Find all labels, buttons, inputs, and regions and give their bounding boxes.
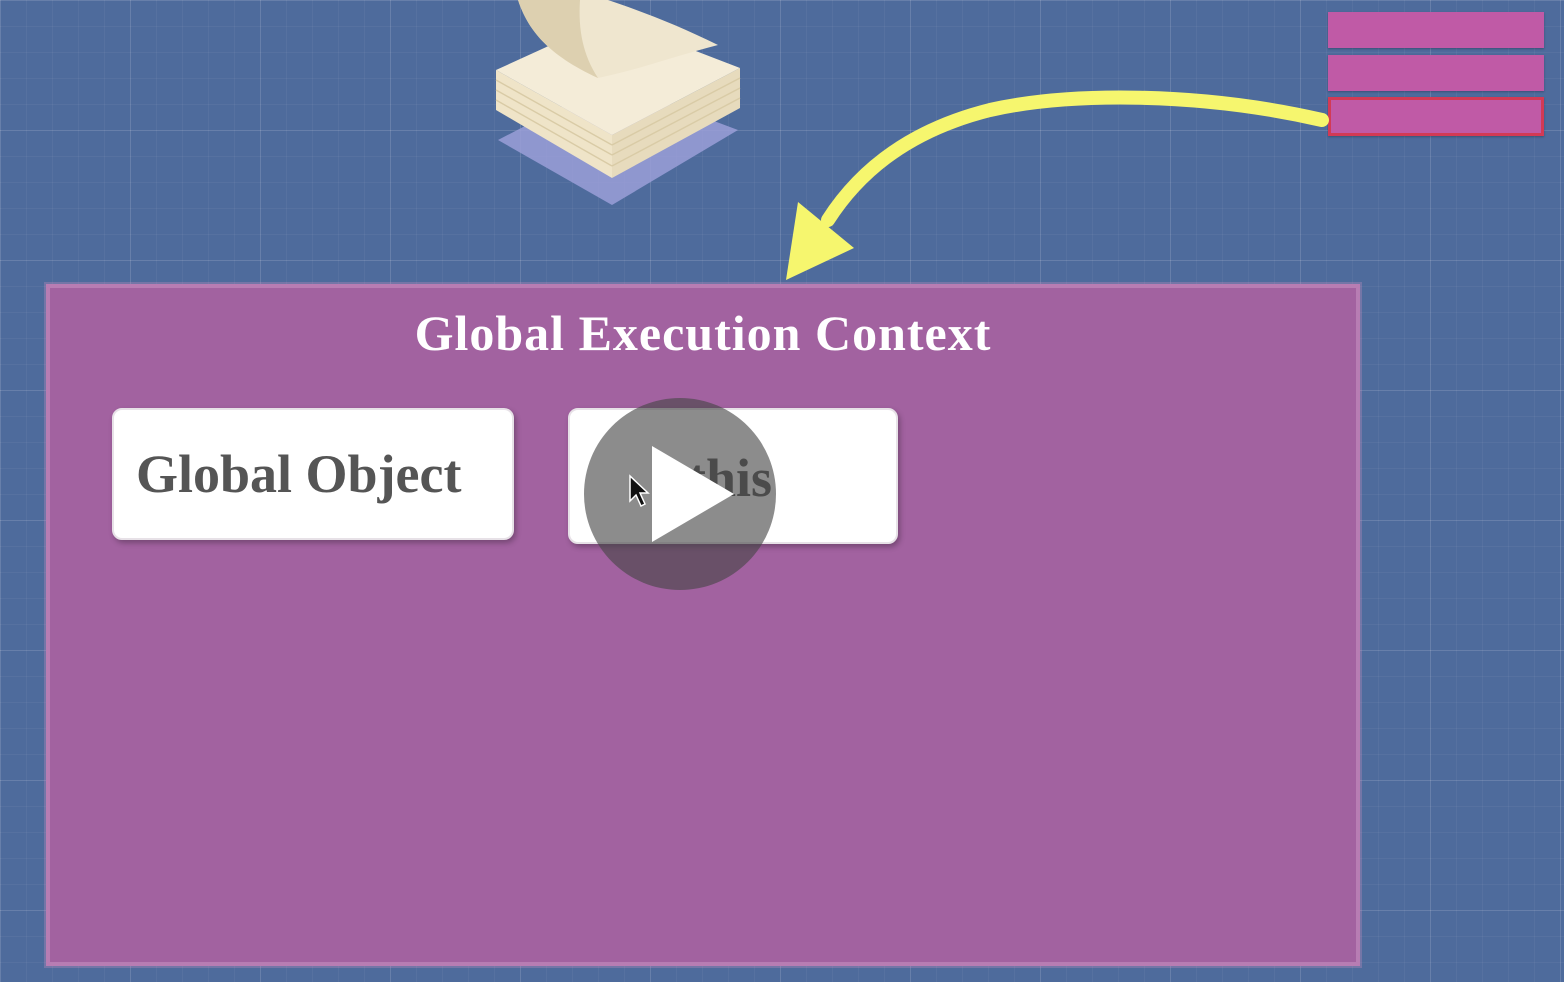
stack-frame bbox=[1328, 55, 1544, 91]
stack-frame bbox=[1328, 12, 1544, 48]
curved-arrow-icon bbox=[786, 90, 1329, 280]
mouse-pointer-icon bbox=[629, 474, 650, 508]
call-stack-icon bbox=[1328, 10, 1546, 140]
stack-frame-highlighted bbox=[1328, 97, 1544, 136]
play-icon bbox=[652, 446, 734, 542]
context-title: Global Execution Context bbox=[414, 305, 992, 361]
global-object-card: Global Object bbox=[112, 408, 514, 540]
execution-context-panel: Global Execution Context Global Object t… bbox=[46, 284, 1360, 966]
play-button[interactable] bbox=[584, 398, 776, 590]
paper-stack-icon bbox=[495, 0, 741, 205]
